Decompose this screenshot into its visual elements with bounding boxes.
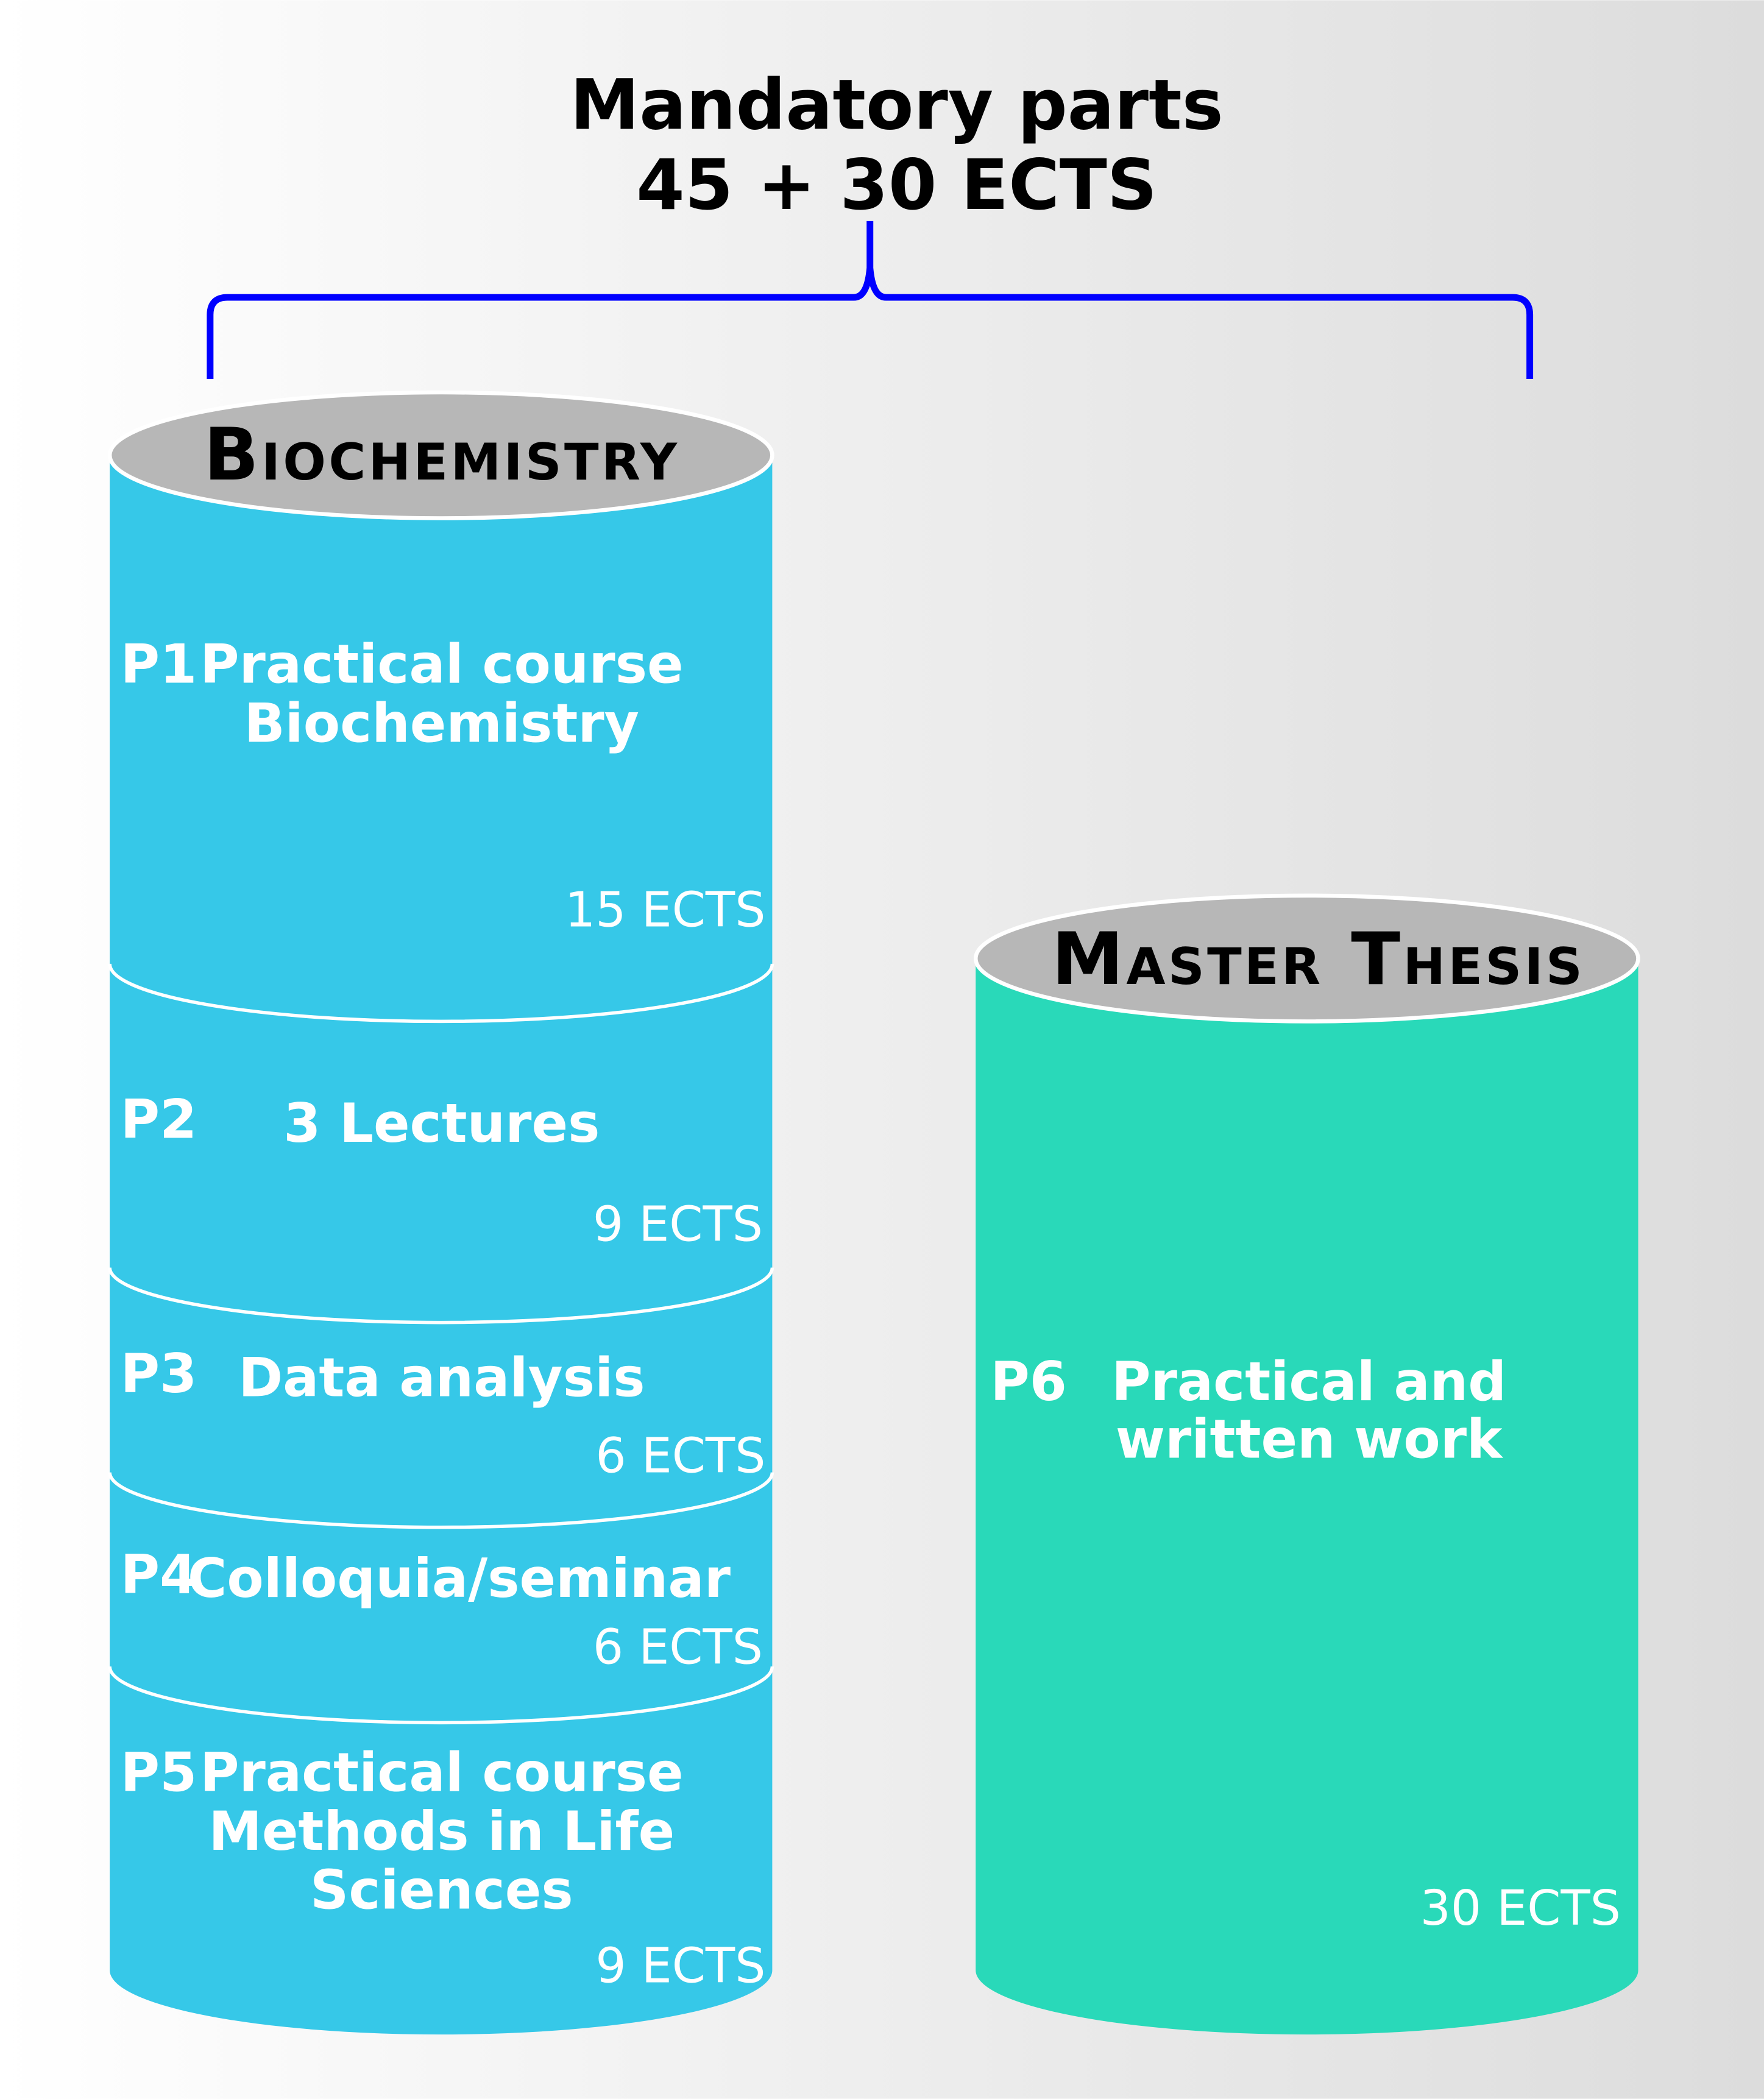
module-p5-label: Practical course (200, 1741, 683, 1803)
cylinder-cap (973, 893, 1640, 1024)
module-p5-label: Methods in Life (208, 1800, 675, 1863)
module-p4-label: Colloquia/seminar (188, 1547, 731, 1610)
module-p5-label: Sciences (310, 1859, 573, 1922)
biochemistry-title: Biochemistry (204, 412, 679, 497)
curly-brace (207, 221, 1534, 380)
module-p4-ects: 6 ECTS (593, 1619, 763, 1676)
segment-divider (108, 1267, 774, 1325)
biochemistry-cylinder: Biochemistry P1 Practical course Biochem… (107, 390, 774, 2035)
header-line1: Mandatory parts (570, 64, 1224, 145)
segment-divider (108, 963, 774, 1024)
cylinder-cap (107, 390, 774, 520)
module-id-p6: P6 (990, 1350, 1067, 1413)
module-p1-ects: 15 ECTS (565, 882, 765, 938)
thesis-cylinder: Master Thesis P6 Practical and written w… (973, 893, 1640, 2035)
segment-divider (108, 1666, 774, 1725)
module-id-p1: P1 (121, 633, 197, 696)
module-id-p2: P2 (121, 1088, 197, 1150)
module-p6-ects: 30 ECTS (1420, 1880, 1621, 1936)
module-p5-ects: 9 ECTS (595, 1938, 765, 1994)
module-id-p3: P3 (121, 1342, 197, 1405)
module-p3-ects: 6 ECTS (595, 1428, 765, 1484)
module-p6-label: written work (1116, 1407, 1504, 1470)
module-id-p4: P4 (121, 1543, 197, 1605)
module-p2-ects: 9 ECTS (593, 1197, 763, 1253)
module-p1-label: Practical course (200, 633, 683, 696)
module-p1-label: Biochemistry (244, 692, 639, 754)
header-line2: 45 + 30 ECTS (636, 144, 1157, 225)
segment-divider (108, 1472, 774, 1529)
module-p3-label: Data analysis (238, 1346, 645, 1409)
thesis-title: Master Thesis (1052, 917, 1585, 1001)
module-p6-label: Practical and (1111, 1350, 1506, 1413)
module-p2-label: 3 Lectures (283, 1092, 600, 1155)
module-id-p5: P5 (121, 1741, 197, 1803)
